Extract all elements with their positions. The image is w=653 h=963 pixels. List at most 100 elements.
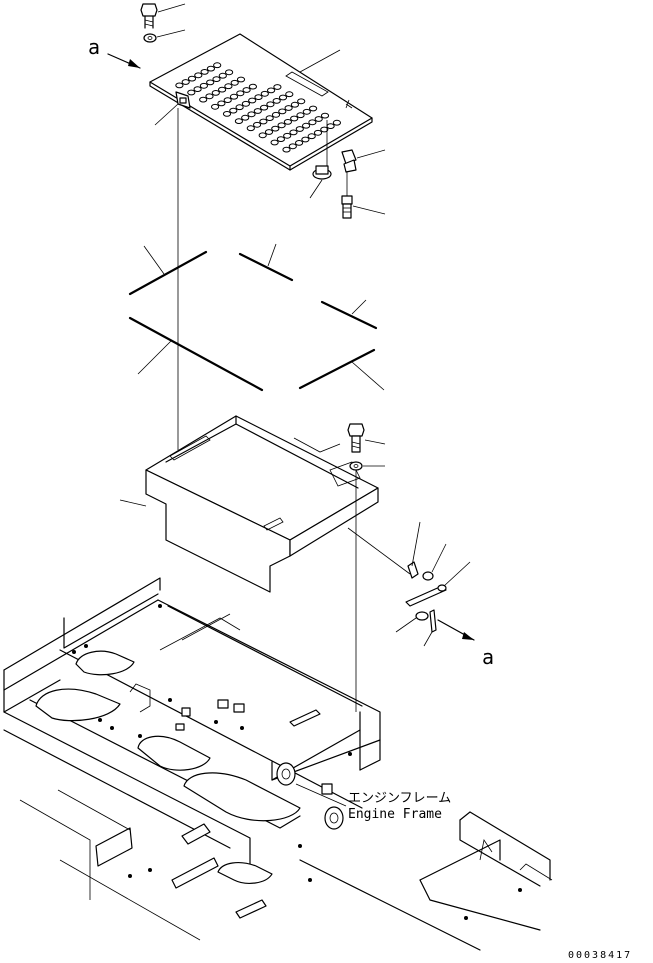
plate-hole [259, 118, 268, 125]
plate-hole [218, 86, 227, 93]
plate-hole [295, 140, 304, 146]
plate-hole [320, 112, 330, 119]
plate-hole [270, 139, 279, 146]
plate-hole [247, 111, 256, 118]
plate-hole [206, 79, 215, 86]
plate-hole [200, 69, 209, 75]
frame-hole [348, 752, 352, 756]
plate-hole [212, 76, 221, 82]
plate-hole [284, 105, 293, 111]
plate-hole [308, 119, 317, 126]
frame-hole [298, 844, 302, 848]
plate-hole [283, 132, 292, 139]
plate-hole [229, 107, 238, 114]
washer-right [349, 461, 385, 471]
plate-hole [175, 82, 184, 89]
frame-hole [110, 726, 114, 730]
tray-box [119, 415, 379, 593]
plate-hole [248, 83, 257, 90]
plate-hole [273, 84, 282, 90]
latch-clip [341, 149, 386, 173]
plate-hole [194, 72, 203, 79]
plate-hole [254, 94, 263, 100]
plate-hole [290, 115, 299, 122]
view-label-a-in: a [88, 35, 100, 59]
plate-hole [260, 90, 269, 97]
plate-hole [289, 129, 298, 136]
frame-hole [128, 874, 132, 878]
frame-hole [84, 644, 88, 648]
plate-hole [271, 111, 281, 118]
plate-hole [223, 97, 232, 103]
plate-hole [260, 104, 269, 111]
plate-hole [211, 90, 220, 96]
frame-hole [308, 878, 312, 882]
plate-hole [241, 100, 250, 107]
frame-bolt-holes [72, 604, 522, 920]
plate-hole [277, 122, 286, 129]
plate-hole [241, 114, 250, 121]
frame-hole [240, 726, 244, 730]
plate-hole [278, 94, 288, 101]
plate-hole [285, 91, 294, 98]
plate-hole [302, 108, 311, 115]
engine-frame-callout: エンジンフレーム Engine Frame [295, 783, 451, 822]
plate-hole [332, 119, 341, 126]
plate-hole [217, 100, 226, 107]
plate-hole [296, 112, 305, 119]
plate-hole [236, 76, 246, 83]
plate-hole [253, 121, 262, 128]
plate-hole [242, 87, 251, 93]
plate-hole [271, 125, 280, 132]
plate-hole [253, 108, 262, 114]
stay-rod: a [347, 521, 494, 669]
plate-hole [278, 108, 287, 115]
plate-hole [258, 132, 267, 139]
plate-hole [272, 98, 281, 104]
plate-hole [199, 82, 208, 89]
plate-holes [175, 62, 341, 153]
plate-hole [248, 97, 257, 104]
plate-hole [320, 126, 329, 133]
plate-hole [264, 129, 274, 135]
plate-hole [213, 62, 222, 69]
frame-hole [158, 604, 162, 608]
plate-hole [265, 115, 274, 121]
plate-hole [206, 65, 215, 72]
perforated-cover-plate [149, 33, 373, 171]
plate-hole [307, 133, 316, 140]
plate-hole [211, 103, 220, 110]
frame-hole [518, 888, 522, 892]
plate-hole [225, 69, 234, 76]
plate-hole [313, 129, 323, 136]
plate-hole [288, 143, 297, 150]
plate-hole [266, 101, 275, 108]
plate-hole [297, 98, 306, 105]
view-label-a-out: a [482, 645, 494, 669]
frame-hole [168, 698, 172, 702]
plate-hole [301, 136, 310, 143]
plate-hole [224, 83, 233, 90]
bolt-right [347, 423, 386, 453]
latch-bolt [341, 172, 386, 219]
plate-hole [267, 87, 276, 94]
plate-hole [295, 126, 304, 132]
plate-hole [199, 96, 208, 103]
plate-hole [187, 75, 197, 82]
engine-frame [3, 577, 553, 951]
plate-hole [276, 136, 285, 143]
frame-hole [148, 868, 152, 872]
plate-hole [181, 79, 190, 85]
bolt-top [140, 3, 186, 29]
plate-hole [246, 125, 255, 132]
plate-hole [218, 72, 227, 79]
plate-hole [234, 118, 243, 124]
plate-hole [236, 90, 245, 97]
plate-hole [314, 116, 323, 122]
plate-hole [187, 89, 196, 96]
plate-hole [193, 86, 202, 92]
plate-hole [229, 93, 239, 100]
callout-en: Engine Frame [348, 807, 442, 822]
callout-jp: エンジンフレーム [348, 791, 451, 806]
